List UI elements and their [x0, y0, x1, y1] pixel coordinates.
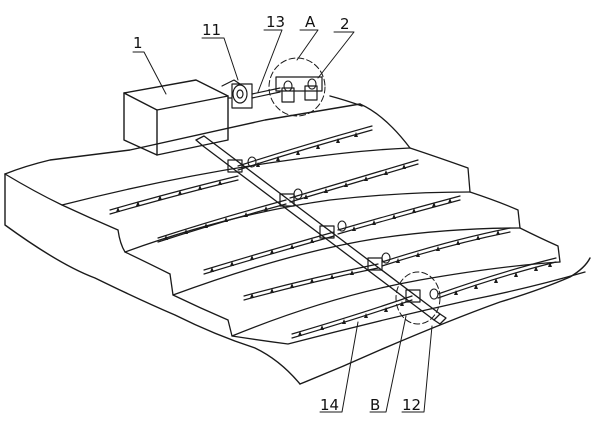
terrace-2-front	[117, 191, 471, 253]
terrace-3-back	[124, 251, 171, 275]
terrace-4-back	[172, 294, 229, 321]
callout-labels: 1 11 13 A 2 14 B 12	[133, 13, 421, 414]
detail-circle-a	[268, 57, 326, 117]
detail-circle-b	[395, 271, 441, 325]
tee-valves	[227, 156, 439, 303]
leader-lines	[132, 29, 433, 413]
pump-assembly	[221, 79, 281, 109]
terrace-1-riser	[359, 103, 411, 149]
terrace-4-front	[227, 261, 561, 337]
terrain-right-back-edge	[329, 95, 363, 107]
terrace-3-riser	[469, 191, 521, 229]
terrace-1-front	[4, 147, 411, 206]
callout-b: B	[370, 396, 380, 414]
terrace-2-riser	[409, 147, 471, 193]
terrain-side-face	[4, 173, 301, 385]
callout-14: 14	[320, 396, 339, 414]
terrain-right-edge	[299, 257, 591, 385]
drip-emitters	[116, 132, 552, 336]
callout-11: 11	[202, 21, 221, 39]
callout-1: 1	[133, 34, 143, 52]
callout-2: 2	[340, 15, 350, 33]
terrace-5-front	[231, 271, 586, 345]
valve-group	[275, 76, 323, 103]
terrace-3-front	[169, 227, 521, 296]
drip-lines	[109, 125, 557, 339]
terrain-back-edge	[4, 103, 361, 175]
terrace-4-riser	[519, 227, 561, 263]
terrain	[4, 95, 591, 385]
callout-13: 13	[266, 13, 285, 31]
main-pipe	[195, 135, 447, 325]
callout-12: 12	[402, 396, 421, 414]
callout-a: A	[305, 13, 316, 31]
water-tank	[123, 79, 229, 156]
terrace-2-back	[61, 204, 119, 231]
